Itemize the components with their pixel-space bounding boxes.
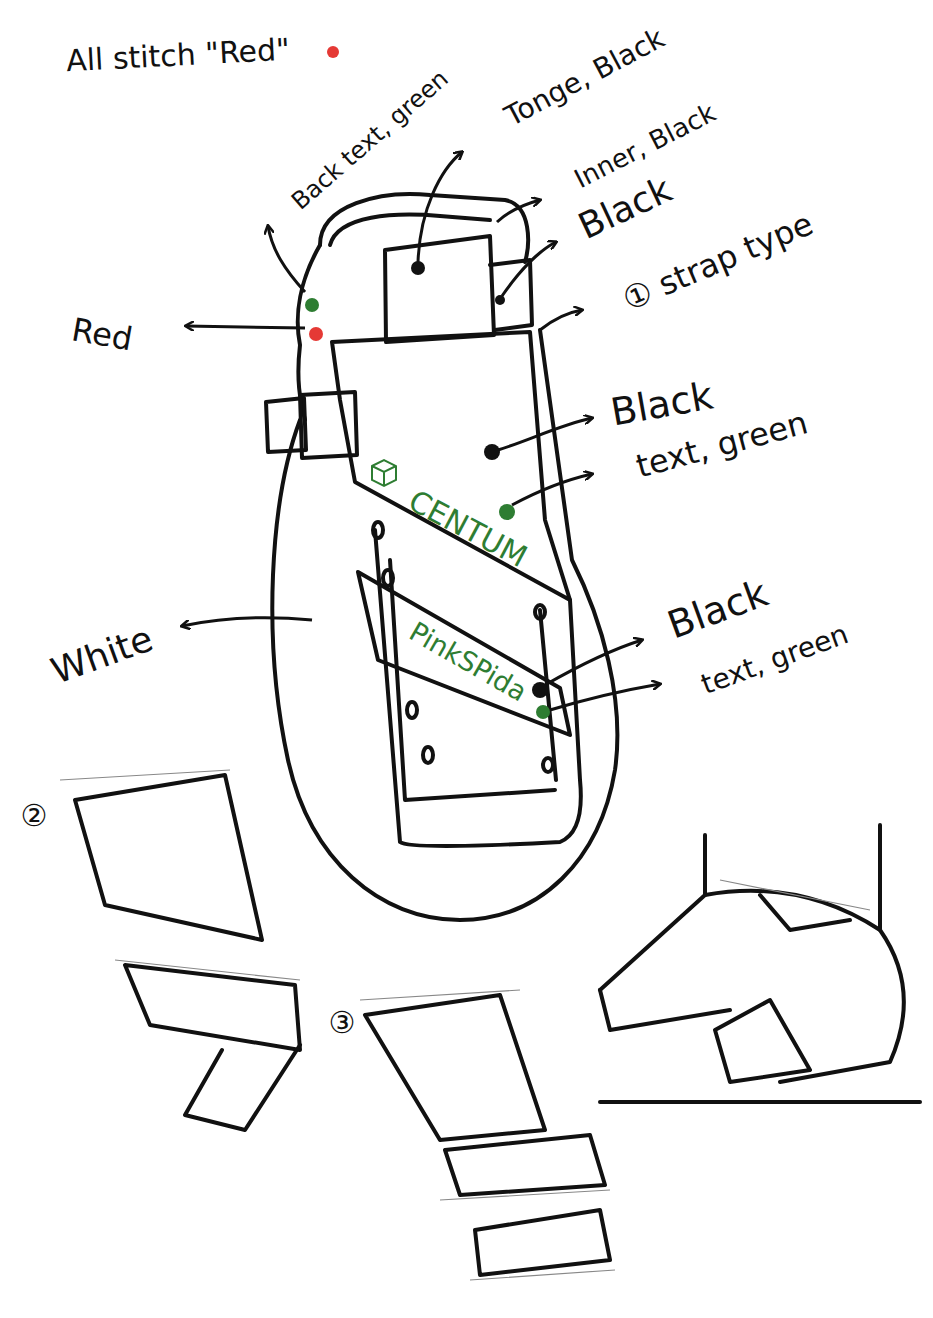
annotation-label: White [46, 618, 158, 691]
annotation-label: text, green [697, 619, 852, 701]
strap-band: CENTUM [394, 475, 542, 582]
callout-number: ② [21, 799, 48, 832]
strap-band: PinkSPida [395, 608, 541, 716]
annotation-label: All stitch "Red" [65, 33, 290, 78]
strap-text: CENTUM [404, 483, 533, 572]
annotation-label: Black [663, 573, 774, 647]
callout-number: ③ [329, 1006, 356, 1039]
annotation-label: Black [608, 375, 717, 434]
annotation-label: Red [69, 312, 135, 357]
annotation-label: Tonge, Black [500, 23, 670, 133]
annotation-label: Back text, green [287, 65, 454, 215]
annotation-label: ① strap type [618, 206, 818, 318]
